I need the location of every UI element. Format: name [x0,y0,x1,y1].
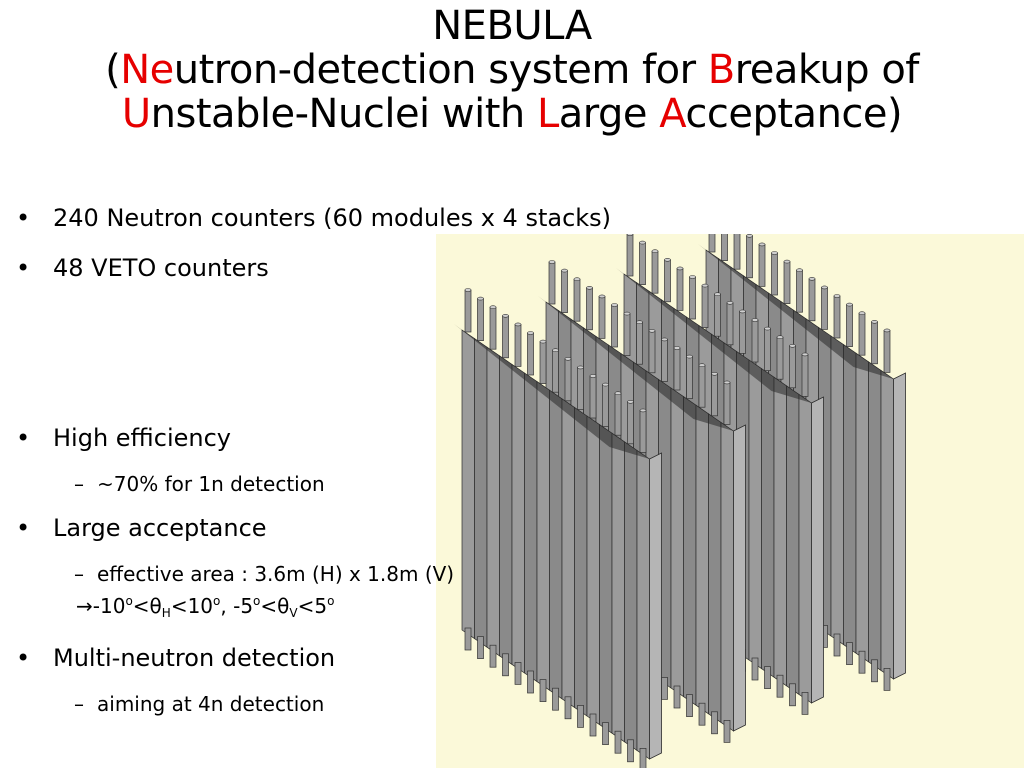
sub-dash: – [74,472,84,496]
acronym-letter: L [536,91,559,137]
subtitle-text: arge [558,91,660,137]
acronym-letter: U [121,91,151,137]
sub-text: aiming at 4n detection [97,692,325,716]
subtitle-text: cceptance) [685,91,903,137]
degree-mark: o [125,594,133,608]
arrow-icon: → [76,594,93,618]
subtitle-text: reakup of [734,47,920,93]
subtitle-text: utron-detection system for [173,47,708,93]
formula-part: -10 [92,594,126,618]
subtitle-line-1: (Neutron-detection system for Breakup of [0,48,1024,92]
degree-mark: o [253,594,261,608]
sub-text: effective area : 3.6m (H) x 1.8m (V) [97,562,455,586]
formula-part: <5 [297,594,328,618]
degree-mark: o [213,594,221,608]
slide-title: NEBULA [432,3,592,49]
subtitle-text: ( [105,47,121,93]
bullet-text: Large acceptance [53,514,267,542]
acronym-letter: A [659,91,686,137]
slide-title-block: NEBULA (Neutron-detection system for Bre… [0,4,1024,136]
theta-symbol: θ [277,594,290,618]
bullet-dot: • [16,514,31,542]
sub-text: ~70% for 1n detection [97,472,325,496]
formula-part: <10 [170,594,214,618]
bullet-text: High efficiency [53,424,231,452]
bullet-text: Multi-neutron detection [53,644,336,672]
subscript-v: V [289,606,298,620]
bullet-dot: • [16,254,31,282]
angle-acceptance-formula: →-10o<θH<10o, -5o<θV<5o [76,594,334,620]
detector-stack [454,288,662,768]
formula-part: < [132,594,150,618]
subscript-h: H [161,606,171,620]
subtitle-line-2: Unstable-Nuclei with Large Acceptance) [0,92,1024,136]
formula-part: , -5 [220,594,254,618]
subtitle-text: nstable-Nuclei with [150,91,537,137]
acronym-letter: Ne [120,47,174,93]
acronym-letter: B [707,47,735,93]
bullet-text: 48 VETO counters [53,254,269,282]
bullet-dot: • [16,204,31,232]
formula-part: < [260,594,278,618]
bullet-dot: • [16,644,31,672]
degree-mark: o [327,594,335,608]
detector-array-drawing [454,234,906,768]
theta-symbol: θ [149,594,162,618]
sub-dash: – [74,562,84,586]
bullet-text: 240 Neutron counters (60 modules x 4 sta… [53,204,612,232]
sub-dash: – [74,692,84,716]
bullet-dot: • [16,424,31,452]
detector-array-figure [436,234,1024,768]
